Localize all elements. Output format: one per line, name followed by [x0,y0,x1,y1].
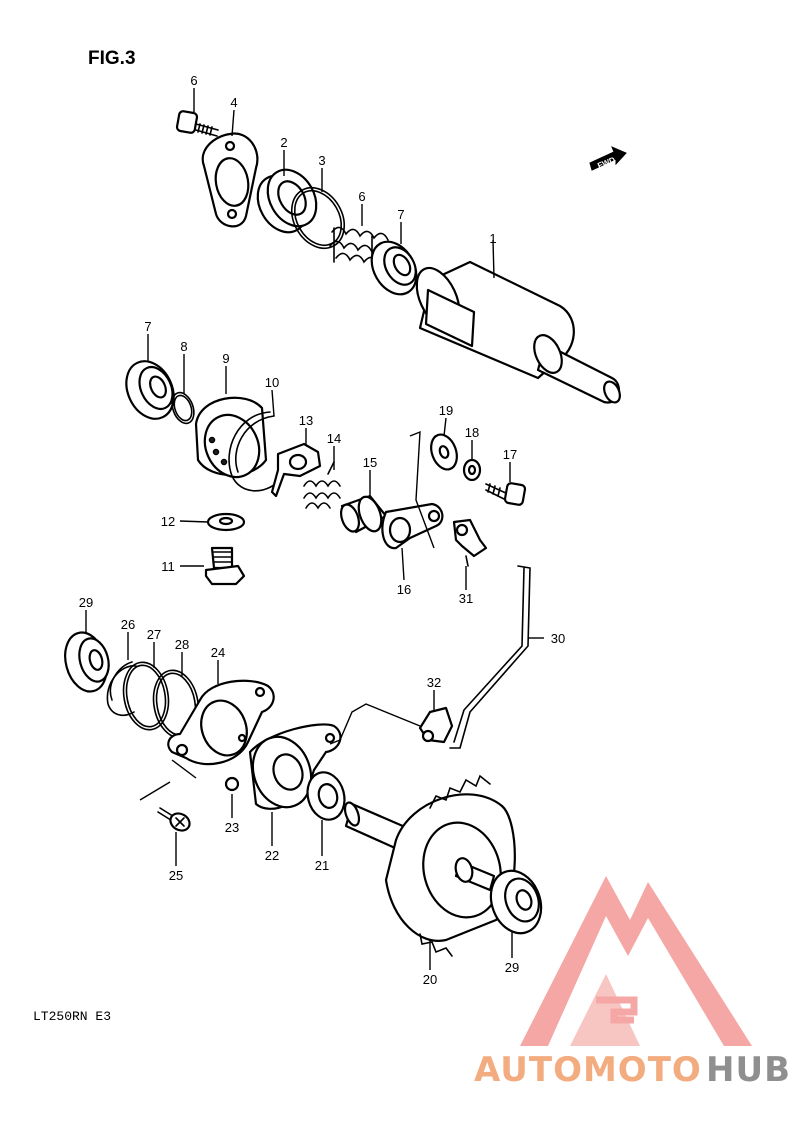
part-spring-14 [303,461,341,510]
part-bearing-29-left [64,631,110,693]
callout-11: 11 [161,559,175,574]
callout-9: 9 [222,351,229,366]
part-washer-19 [430,433,458,471]
model-code: LT250RN E3 [33,1009,111,1024]
part-gear-plate-22 [248,723,342,810]
callout-6: 6 [358,189,365,204]
callout-25: 25 [169,868,183,883]
callout-24: 24 [211,645,225,660]
part-rod-30 [449,565,531,749]
callout-28: 28 [175,637,189,652]
part-bolt-17 [485,482,527,506]
callout-13: 13 [299,413,313,428]
part-plate-24 [167,679,275,766]
callout-23: 23 [225,820,239,835]
callout-1: 1 [489,231,496,246]
part-shaft-1 [415,260,621,404]
callout-4: 4 [230,95,237,110]
callout-31: 31 [459,591,473,606]
part-bearing-7-upper [370,240,418,296]
callout-7-upper: 7 [397,207,404,222]
callout-5: 6 [190,73,197,88]
callout-10: 10 [265,375,279,390]
callout-29-right: 29 [505,960,519,975]
callout-17: 17 [503,447,517,462]
callout-3: 3 [318,153,325,168]
callout-26: 26 [121,617,135,632]
part-gasket-4 [201,132,259,228]
callout-27: 27 [147,627,161,642]
figure-title: FIG.3 [88,48,136,69]
part-bracket-13 [270,442,322,498]
part-gear-shaft-20 [343,774,516,957]
part-bolt-5 [175,110,219,137]
part-clip-32 [418,706,454,744]
callout-18: 18 [465,425,479,440]
part-ball-23 [224,776,240,792]
callout-16: 16 [397,582,411,597]
callout-30: 30 [551,631,565,646]
part-clamp-31 [452,518,488,567]
part-bearing-29-right [489,869,543,935]
part-bolt-11 [204,546,246,586]
callout-22: 22 [265,848,279,863]
forward-arrow-label: FWD [596,155,616,170]
watermark-logo: AUTOMOTO HUB [474,876,791,1090]
part-clip-10 [228,411,281,492]
callout-7-lower: 7 [144,319,151,334]
callout-12: 12 [161,514,175,529]
part-ring-8 [171,391,195,425]
watermark-text-hub: HUB [706,1050,791,1090]
callout-15: 15 [363,455,377,470]
watermark-triangle-icon [520,876,752,1046]
part-washer-18 [462,458,482,482]
callout-29-left: 29 [79,595,93,610]
part-oil-seal-2 [256,168,318,234]
callout-labels: 6 4 2 3 6 7 1 7 8 9 10 13 14 15 16 19 18… [79,73,565,987]
callout-32: 32 [427,675,441,690]
part-washer-21 [306,771,346,821]
part-snap-ring-26 [106,661,137,717]
part-collar-15 [339,494,388,534]
callout-21: 21 [315,858,329,873]
part-ring-27 [122,661,170,731]
callout-8: 8 [180,339,187,354]
part-screw-25 [157,807,191,832]
assembly-guide-lines [139,430,435,801]
callout-20: 20 [423,972,437,987]
part-plate-16 [381,502,444,550]
forward-arrow-icon: FWD [589,146,627,171]
callout-2: 2 [280,135,287,150]
watermark-text-automoto: AUTOMOTO [474,1050,702,1090]
callout-14: 14 [327,431,341,446]
callout-leader-lines [85,88,544,970]
part-bearing-7-lower [125,360,175,420]
part-washer-12 [206,512,246,532]
callout-19: 19 [439,403,453,418]
